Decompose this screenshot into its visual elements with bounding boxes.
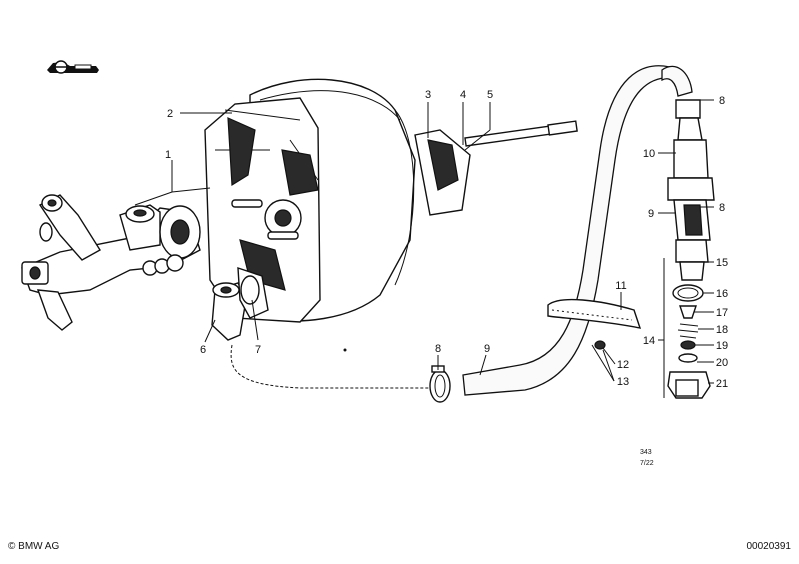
callout-4: 4 (460, 89, 466, 101)
callout-11: 11 (615, 280, 626, 292)
callout-8-lower: 8 (435, 343, 441, 355)
callout-3: 3 (425, 89, 431, 101)
copyright-text: © BMW AG (8, 541, 59, 552)
drawing-code-line2: 7/22 (640, 460, 654, 467)
cable-strap (547, 298, 642, 350)
drawing-code-line1: 343 (640, 449, 652, 456)
callout-20: 20 (716, 357, 728, 369)
callout-18: 18 (716, 324, 728, 336)
callout-9-upper: 9 (648, 208, 654, 220)
callout-21: 21 (716, 378, 728, 390)
vehicle-symbol-icon (47, 60, 99, 74)
callout-8-middle: 8 (719, 202, 725, 214)
callout-14: 14 (643, 335, 655, 347)
callout-12: 12 (617, 359, 629, 371)
valve-assembly (663, 99, 715, 399)
callout-19: 19 (716, 340, 728, 352)
callout-16: 16 (716, 288, 728, 300)
leader-lines (134, 99, 714, 384)
vacuum-hose (462, 65, 693, 396)
callout-labels: 1 2 3 4 5 6 7 8 9 11 12 13 8 10 9 8 15 1… (165, 89, 728, 390)
callout-8-upper: 8 (719, 95, 725, 107)
check-valve-elbow (211, 267, 432, 389)
hose-clamp-lower (429, 365, 451, 403)
callout-9-lower: 9 (484, 343, 490, 355)
master-cylinder (21, 194, 201, 331)
callout-15: 15 (716, 257, 728, 269)
image-id: 00020391 (747, 541, 792, 552)
callout-1: 1 (165, 149, 171, 161)
callout-10: 10 (643, 148, 655, 160)
callout-6: 6 (200, 344, 206, 356)
callout-7: 7 (255, 344, 261, 356)
callout-2: 2 (167, 108, 173, 120)
callout-17: 17 (716, 307, 728, 319)
callout-13: 13 (617, 376, 629, 388)
callout-5: 5 (487, 89, 493, 101)
